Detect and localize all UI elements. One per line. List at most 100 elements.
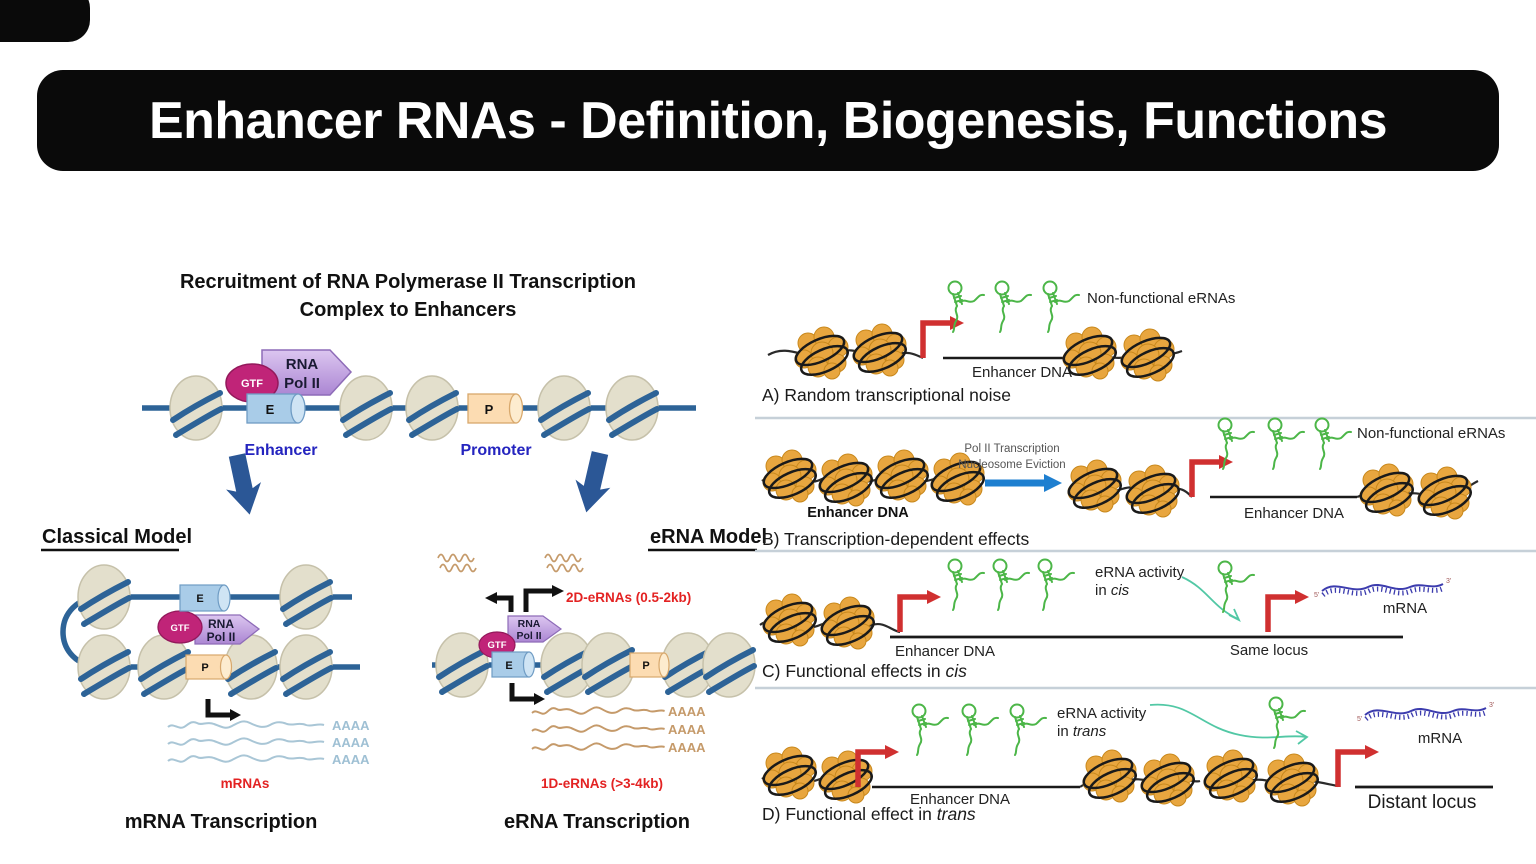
rna-pol-ii-icon: RNA Pol II	[194, 614, 261, 645]
page-title: Enhancer RNAs - Definition, Biogenesis, …	[148, 91, 1388, 150]
erna-molecule-icon	[1009, 703, 1047, 756]
erna-activity-label-line1: eRNA activity	[1057, 705, 1147, 722]
erna-molecule-icon	[1268, 696, 1306, 749]
svg-text:RNA: RNA	[286, 356, 319, 373]
erna-activity-label-line2: in cis	[1095, 582, 1130, 599]
rna-pol-ii-icon: RNA Pol II	[261, 349, 353, 396]
mrna-squiggle	[167, 720, 325, 729]
erna-squiggle	[544, 553, 582, 563]
nucleosome-icon	[340, 376, 392, 440]
erna-molecule-icon	[1217, 417, 1255, 470]
svg-text:GTF: GTF	[241, 378, 263, 390]
svg-text:5': 5'	[1357, 716, 1362, 723]
enhancer-box: E	[179, 584, 231, 612]
erna-molecule-icon	[1042, 280, 1080, 333]
mrna-icon: 5' 3'	[1314, 578, 1451, 599]
svg-text:Pol II: Pol II	[516, 630, 541, 642]
promoter-box: P	[467, 393, 524, 424]
erna-squiggle-long	[531, 742, 666, 751]
svg-text:RNA: RNA	[208, 617, 234, 631]
nucleosome-icon	[78, 635, 130, 699]
mrna-squiggle	[167, 737, 325, 746]
nucleosome-cluster-icon	[758, 448, 822, 506]
nucleosome-cluster-icon	[1063, 458, 1127, 516]
erna-molecule-icon	[992, 558, 1030, 611]
teal-transfer-arrow-icon	[1149, 703, 1309, 745]
nucleosome-icon	[138, 635, 190, 699]
svg-text:3': 3'	[1446, 578, 1451, 585]
enhancer-dna-label: Enhancer DNA	[895, 643, 995, 660]
panel-a-caption: A) Random transcriptional noise	[762, 385, 1011, 405]
erna-molecule-icon	[961, 703, 999, 756]
erna-molecule-icon	[1314, 417, 1352, 470]
polya-tail: AAAA	[668, 704, 706, 719]
gtf-icon: GTF	[157, 610, 203, 644]
nucleosome-cluster-icon	[758, 745, 822, 803]
nucleosome-icon	[78, 565, 130, 629]
mrna-label: mRNA	[1383, 600, 1427, 617]
erna-molecule-icon	[1037, 558, 1075, 611]
polya-tail: AAAA	[668, 722, 706, 737]
erna-transcription-caption: eRNA Transcription	[504, 811, 690, 833]
svg-text:GTF: GTF	[488, 640, 507, 651]
enhancer-box: E	[246, 393, 306, 424]
figures-canvas: Recruitment of RNA Polymerase II Transcr…	[41, 271, 1536, 833]
left-figure-heading-line1: Recruitment of RNA Polymerase II Transcr…	[180, 271, 636, 293]
two-d-ernas-label: 2D-eRNAs (0.5-2kb)	[566, 590, 691, 605]
erna-molecule-icon	[947, 558, 985, 611]
svg-text:E: E	[196, 593, 203, 605]
nucleosome-cluster-icon	[1260, 752, 1324, 810]
erna-activity-label-line2: in trans	[1057, 723, 1107, 740]
nucleosome-cluster-icon	[790, 325, 854, 383]
nucleosome-icon	[582, 633, 634, 697]
nucleosome-icon	[606, 376, 658, 440]
panel-b-caption: B) Transcription-dependent effects	[762, 529, 1029, 549]
mrna-squiggle	[167, 754, 325, 763]
classical-model-title: Classical Model	[42, 526, 192, 548]
nucleosome-icon	[538, 376, 590, 440]
svg-text:E: E	[266, 402, 275, 417]
transcription-start-arrow-icon	[208, 699, 241, 721]
svg-text:P: P	[485, 402, 494, 417]
down-arrow-icon	[219, 451, 268, 519]
mrna-icon: 5' 3'	[1357, 702, 1494, 723]
polya-tail: AAAA	[332, 735, 370, 750]
panel-b: Enhancer DNA Pol II Transcription Nucleo…	[755, 417, 1536, 553]
nucleosome-cluster-icon	[758, 592, 822, 650]
classical-model-diagram: RNA Pol II GTF E P AAAA AAAA	[60, 565, 370, 833]
distant-locus-label: Distant locus	[1368, 792, 1477, 813]
svg-text:Pol II: Pol II	[207, 630, 236, 644]
svg-text:GTF: GTF	[171, 623, 190, 634]
recruitment-diagram: RNA Pol II GTF E P Enhancer Promoter	[142, 349, 696, 459]
nucleosome-cluster-icon	[816, 595, 880, 653]
nucleosome-cluster-icon	[814, 452, 878, 510]
process-arrow-icon	[985, 474, 1062, 492]
erna-model-diagram: 2D-eRNAs (0.5-2kb) RNA Pol II GTF E	[432, 553, 755, 833]
promoter-box: P	[629, 652, 670, 678]
polya-tail: AAAA	[332, 718, 370, 733]
one-d-ernas-label: 1D-eRNAs (>3-4kb)	[541, 776, 663, 791]
transcription-start-arrow-icon	[1268, 590, 1309, 632]
svg-text:P: P	[201, 662, 208, 674]
erna-molecule-icon	[947, 280, 985, 333]
svg-text:E: E	[505, 660, 512, 672]
panel-c-caption: C) Functional effects in cis	[762, 661, 967, 681]
nucleosome-cluster-icon	[1355, 462, 1419, 520]
enhancer-dna-label: Enhancer DNA	[972, 364, 1072, 381]
erna-molecule-icon	[1267, 417, 1305, 470]
left-figure-heading-line2: Complex to Enhancers	[300, 299, 517, 321]
mrna-transcription-caption: mRNA Transcription	[125, 811, 318, 833]
panel-d-caption: D) Functional effect in trans	[762, 804, 976, 824]
nucleosome-cluster-icon	[1136, 752, 1200, 810]
transcription-start-arrow-icon	[900, 590, 941, 632]
bidirectional-arrows-icon	[485, 585, 564, 612]
left-figure: Recruitment of RNA Polymerase II Transcr…	[41, 271, 767, 833]
panel-d: eRNA activity in trans Enhancer DNA Dist…	[758, 696, 1494, 824]
nucleosome-cluster-icon	[848, 322, 912, 380]
erna-molecule-icon	[1217, 560, 1255, 613]
nucleosome-cluster-icon	[1078, 748, 1142, 806]
enhancer-label: Enhancer	[245, 442, 318, 459]
nucleosome-cluster-icon	[1116, 327, 1180, 385]
polya-tail: AAAA	[332, 752, 370, 767]
title-banner: Enhancer RNAs - Definition, Biogenesis, …	[37, 70, 1499, 171]
